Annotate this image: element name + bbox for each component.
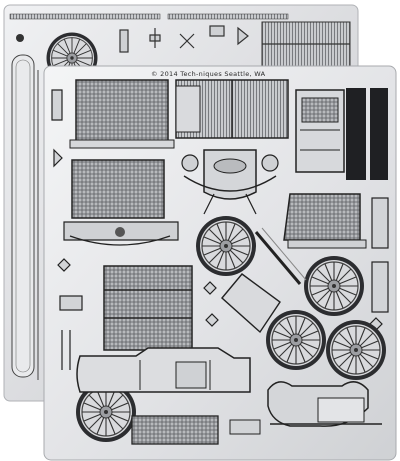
floor-plate <box>221 273 281 334</box>
running-board-mesh <box>131 415 219 445</box>
front-sheet: © 2014 Tech-niques Seattle, WA <box>43 65 397 461</box>
ford-radiator-shell <box>181 149 279 215</box>
seat-mesh-panel <box>283 193 367 249</box>
wheel-2 <box>303 255 365 317</box>
radiator-grille-top <box>69 79 175 149</box>
radiator-grille-bottom <box>63 159 179 246</box>
wheel-4 <box>325 319 387 381</box>
chassis-frame <box>267 381 382 427</box>
wheel-3 <box>265 309 327 371</box>
lower-grille-block <box>103 265 193 351</box>
body-side-panel <box>76 347 251 393</box>
dark-panel <box>346 88 366 180</box>
sheet-imprint: © 2014 Tech-niques Seattle, WA <box>151 70 266 78</box>
wheel-1 <box>195 215 257 277</box>
windshield-frame <box>295 89 345 173</box>
dark-panel <box>370 88 388 180</box>
hood-assembly <box>175 79 289 139</box>
